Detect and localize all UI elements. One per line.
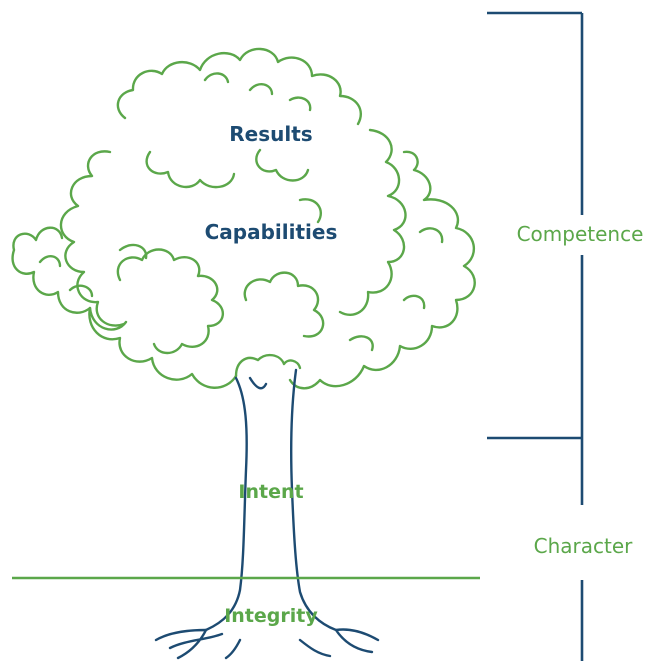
tree-canopy: [11, 47, 476, 390]
canopy-left-bottom: [88, 306, 238, 389]
competence-label: Competence: [517, 222, 644, 246]
intent-label: Intent: [238, 481, 303, 503]
canopy-bottom-edge: [234, 353, 302, 378]
canopy-center-lower: [116, 248, 224, 355]
canopy-top-outline: [116, 47, 363, 126]
trunk-right-edge: [290, 368, 338, 632]
trunk-left-edge: [204, 376, 248, 632]
integrity-label: Integrity: [224, 605, 318, 627]
character-label: Character: [534, 534, 634, 558]
canopy-center-inner: [145, 148, 323, 224]
trunk-top-notch: [248, 376, 268, 390]
canopy-left-outline: [59, 150, 126, 327]
capabilities-label: Capabilities: [205, 220, 338, 244]
canopy-right-bulge: [288, 150, 476, 390]
canopy-right-outline: [338, 128, 407, 316]
canopy-left-inner: [38, 243, 148, 298]
tree-roots: [154, 628, 380, 660]
tree-trunk: [154, 368, 380, 660]
canopy-center-right: [243, 271, 325, 338]
canopy-left-lower: [11, 226, 128, 331]
right-bracket: [487, 11, 584, 661]
canopy-top-inner: [203, 72, 312, 112]
results-label: Results: [229, 122, 312, 146]
canopy-right-inner: [348, 227, 444, 352]
